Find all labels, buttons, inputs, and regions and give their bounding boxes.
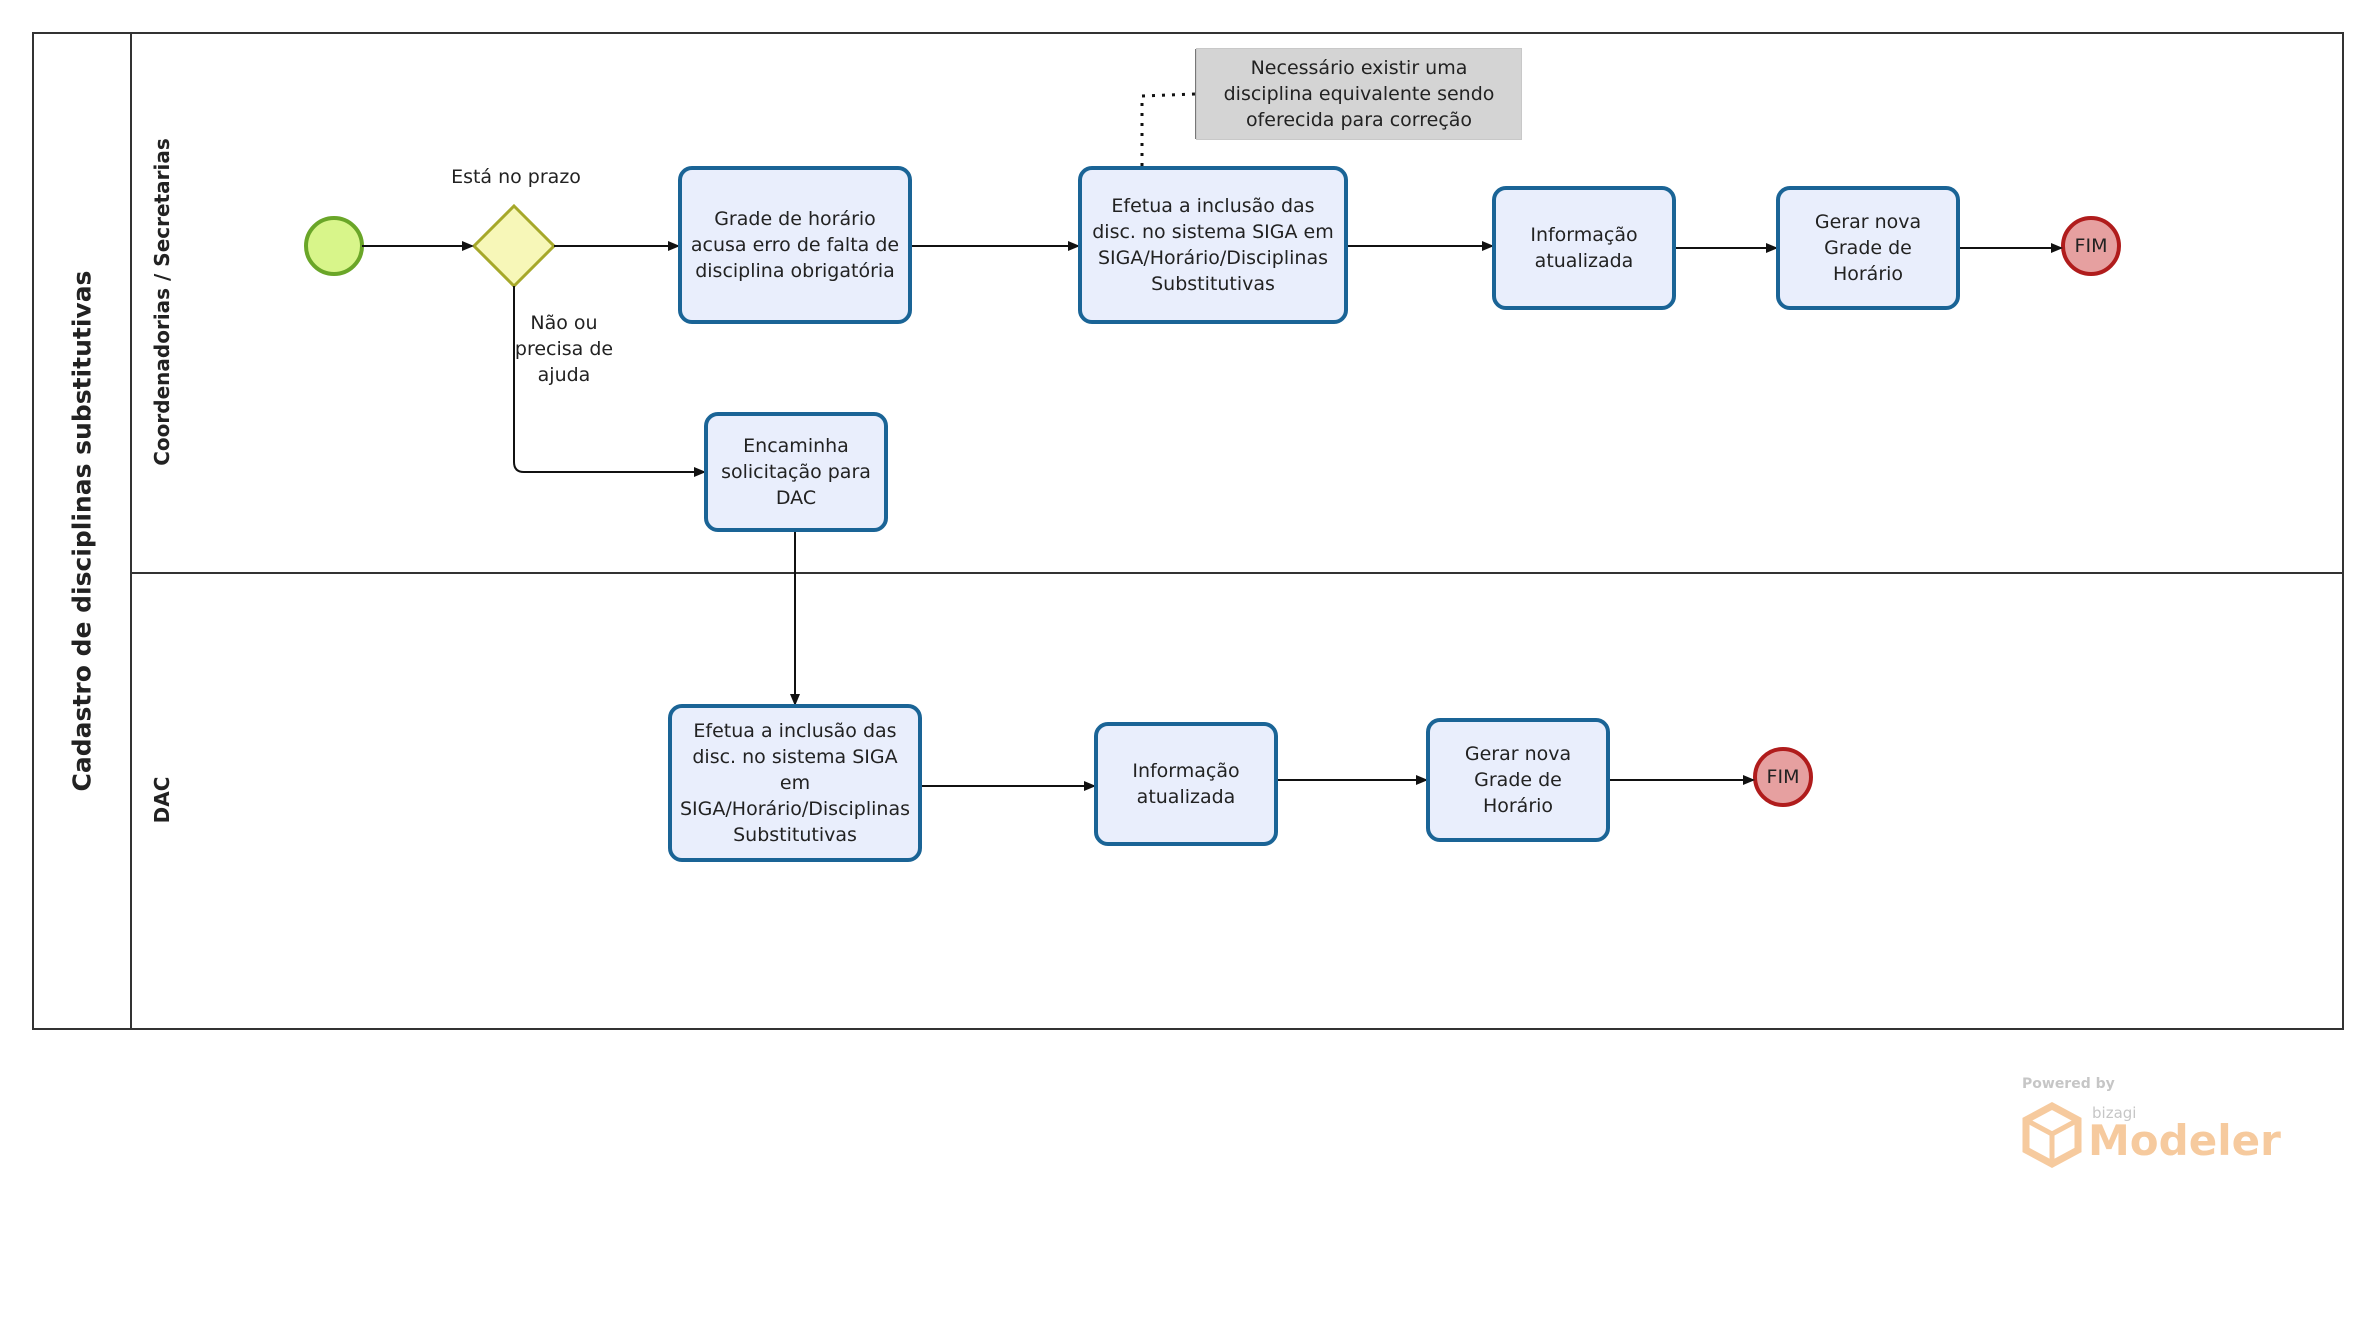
task-dac-efetua-inclusao[interactable]: Efetua a inclusão das disc. no sistema S… [668,704,922,862]
start-event[interactable] [304,216,364,276]
task-dac-informacao-atualizada[interactable]: Informação atualizada [1094,722,1278,846]
task-gerar-grade[interactable]: Gerar nova Grade de Horário [1776,186,1960,310]
flow-gateway-to-encaminha [513,286,706,477]
task-efetua-inclusao[interactable]: Efetua a inclusão das disc. no sistema S… [1078,166,1348,324]
text-annotation: Necessário existir uma disciplina equiva… [1196,48,1522,140]
watermark-brand-text: bizagi [2092,1104,2137,1122]
task-encaminha-dac[interactable]: Encaminha solicitação para DAC [704,412,888,532]
task-dac-gerar-grade[interactable]: Gerar nova Grade de Horário [1426,718,1610,842]
bizagi-logo-icon [2022,1102,2082,1168]
watermark-product-text: Modeler [2088,1116,2281,1165]
pool-header [32,32,132,1030]
bizagi-watermark: Powered by bizagi Modeler [2018,1074,2281,1174]
exclusive-gateway[interactable] [471,203,557,289]
gateway-label: Está no prazo [451,166,581,188]
lane-divider [132,572,2344,574]
end-event-lane2-label: FIM [1766,766,1800,788]
pool [32,32,2344,1030]
watermark-powered-text: Powered by [2022,1076,2115,1092]
task-informacao-atualizada[interactable]: Informação atualizada [1492,186,1676,310]
task-grade-erro[interactable]: Grade de horário acusa erro de falta de … [678,166,912,324]
end-event-lane1[interactable] [2061,216,2121,276]
annotation-association [1140,92,1197,166]
gateway-alt-path-label: Não ou precisa de ajuda [514,312,614,386]
end-event-lane2[interactable] [1753,747,1813,807]
end-event-lane1-label: FIM [2074,235,2108,257]
